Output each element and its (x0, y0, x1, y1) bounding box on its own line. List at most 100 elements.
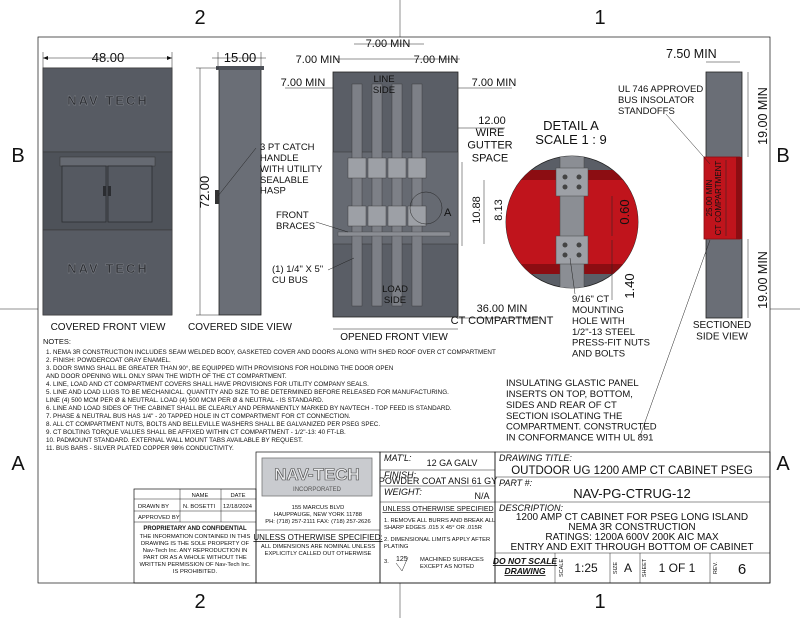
insulating-note-text: INSULATING GLASTIC PANEL (506, 378, 639, 389)
ct-compartment-label: CT COMPARTMENT (451, 315, 554, 327)
note-4: 4. LINE, LOAD AND CT COMPARTMENT COVERS … (46, 381, 369, 388)
wire-gutter-text-2: SPACE (472, 152, 508, 164)
spec-2-line-2: PLATING (384, 544, 409, 550)
proprietary-line-1: THE INFORMATION CONTAINED IN THIS (140, 534, 251, 540)
weight-label: WEIGHT: (384, 487, 422, 497)
detail-a-callout-letter: A (444, 207, 452, 219)
insulating-note-text-5: IN CONFORMANCE WITH UL 891 (506, 433, 653, 444)
insulator-text-1: BUS INSOLATOR (618, 95, 694, 106)
zone-label-left-lower: A (11, 453, 25, 475)
do-not-scale-line-1: DO NOT SCALE (493, 556, 558, 566)
notes-block: NOTES: 1. NEMA 3R CONSTRUCTION INCLUDES … (43, 337, 496, 452)
insulator-text: UL 746 APPROVED (618, 84, 703, 95)
notes-title: NOTES: (43, 337, 71, 346)
dim-7-upper-right: 7.00 MIN (414, 54, 459, 66)
insulating-note-text-1: INSERTS ON TOP, BOTTOM, (506, 389, 633, 400)
spec-2-line-1: 2. DIMENSIONAL LIMITS APPLY AFTER (384, 537, 490, 543)
spec-3-line-1: MACHINED SURFACES (420, 557, 484, 563)
note-1: 1. NEMA 3R CONSTRUCTION INCLUDES SEAM WE… (46, 349, 496, 356)
phone-fax: PH: (718) 257-2111 FAX: (718) 257-2626 (265, 519, 370, 525)
sectioned-side-text-1: SIDE VIEW (696, 332, 748, 343)
description-label: DESCRIPTION: (499, 503, 564, 513)
drawn-by-name: N. BOSETTI (183, 504, 216, 510)
unless-specified-line-2: EXPLICITLY CALLED OUT OTHERWISE (265, 551, 372, 557)
depth-dimension: 15.00 (224, 50, 257, 65)
zone-label-right-lower: A (776, 453, 790, 475)
note-3: 3. DOOR SWING SHALL BE GREATER THAN 90°,… (46, 364, 394, 372)
spec-3-value: 125 (396, 556, 408, 563)
spec-1-line-2: SHARP EDGES .015 X 45° OR .015R (384, 525, 482, 531)
note-5b: LINE (4) 500 MCM PER Ø & NEUTRAL. LOAD (… (46, 397, 324, 404)
note-3b: AND DOOR OPENING WILL ONLY SPAN THE WIDT… (46, 373, 287, 380)
load-side-text-1: SIDE (384, 295, 406, 306)
dim-25-label: 25.00 MINCT COMPARTMENT (705, 161, 723, 236)
width-dimension: 48.00 (92, 50, 125, 65)
note-2: 2. FINISH: POWDERCOAT GRAY ENAMEL. (46, 357, 171, 364)
covered-front-label: COVERED FRONT VIEW (51, 322, 166, 333)
sheet-value: 1 OF 1 (659, 561, 696, 575)
dim-7-left: 7.00 MIN (281, 77, 326, 89)
note-8: 8. ALL CT COMPARTMENT NUTS, BOLTS AND BE… (46, 421, 380, 428)
wire-gutter-dim: 12.00 (478, 115, 506, 127)
name-header: NAME (192, 493, 209, 499)
proprietary-line-3: Nav-Tech Inc. ANY REPRODUCTION IN (143, 548, 248, 554)
detail-a-scale: SCALE 1 : 9 (535, 132, 607, 147)
dim-7-upper-left: 7.00 MIN (296, 54, 341, 66)
catch-handle-text-4: HASP (260, 186, 286, 197)
zone-label-top-left: 2 (194, 7, 205, 29)
detail-a-callout-circle (409, 191, 443, 225)
dim-10-88: 10.88 (471, 196, 483, 224)
logo-text: NAV-TECH (274, 465, 360, 484)
insulating-note-text-4: COMPARTMENT. CONSTRUCTED (506, 422, 657, 433)
date-header: DATE (230, 493, 245, 499)
catch-handle-text-3: SEALABLE (260, 175, 309, 186)
dim-1-40: 1.40 (622, 273, 637, 298)
dim-8-13: 8.13 (493, 199, 505, 220)
matl-label: MAT'L: (384, 453, 412, 463)
mounting-hole-text-4: PRESS-FIT NUTS (572, 338, 650, 349)
scale-label: SCALE (559, 559, 565, 577)
drawing-title: OUTDOOR UG 1200 AMP CT CABINET PSEG (511, 465, 753, 477)
ct-pads (337, 157, 451, 237)
wire-gutter-text-1: GUTTER (467, 140, 512, 152)
approved-by-label: APPROVED BY (138, 515, 180, 521)
drawn-by-date: 12/18/2024 (223, 504, 253, 510)
proprietary-line-4: PART OR AS A WHOLE WITHOUT THE (143, 555, 247, 561)
drawn-by-label: DRAWN BY (138, 504, 169, 510)
insulating-note-text-3: SECTION ISOLATING THE (506, 411, 622, 422)
description-line-3: RATINGS: 1200A 600V 200K AIC MAX (545, 532, 719, 543)
finish-label: FINISH: (384, 470, 417, 480)
unless2-title: UNLESS OTHERWISE SPECIFIED (382, 506, 493, 513)
sectioned-side-view: 7.50 MIN 19.00 MIN 19.00 MIN 25.00 MINCT… (618, 47, 770, 343)
do-not-scale-line-2: DRAWING (504, 566, 545, 576)
size-label: SIZE (613, 562, 619, 575)
proprietary-title: PROPRIETARY AND CONFIDENTIAL (143, 526, 247, 532)
catch-handle-text-2: WITH UTILITY (260, 164, 323, 175)
mounting-hole-text: 9/16" CT (572, 294, 609, 305)
part-label: PART #: (499, 478, 533, 488)
load-side-text: LOAD (382, 284, 408, 295)
wire-gutter-text: WIRE (476, 127, 505, 139)
dim-19-bottom: 19.00 MIN (756, 251, 770, 309)
logo-subtext: INCORPORATED (293, 487, 342, 493)
mounting-hole-text-3: 1/2"-13 STEEL (572, 327, 635, 338)
spec-3-number: 3. (384, 559, 389, 565)
cabinet-side (218, 67, 262, 316)
brand-top: NAV TECH (67, 93, 148, 108)
spec-1-line-1: 1. REMOVE ALL BURRS AND BREAK ALL (384, 518, 496, 524)
insulating-note-text-2: SIDES AND REAR OF CT (506, 400, 617, 411)
front-braces-text: FRONT (276, 210, 309, 221)
note-5: 5. LINE AND LOAD LUGS TO BE MECHANICAL. … (46, 389, 449, 396)
zone-label-left-upper: B (11, 145, 24, 167)
covered-front-view: 48.00 NAV TECH NAV TECH COVERED FRONT VI… (42, 50, 173, 333)
cu-bus-label: (1) 1/4" X 5"CU BUS (272, 264, 323, 286)
address-line-1: 155 MARCUS BLVD (292, 505, 345, 511)
note-6: 6. LINE AND LOAD SIDES OF THE CABINET SH… (46, 405, 452, 412)
